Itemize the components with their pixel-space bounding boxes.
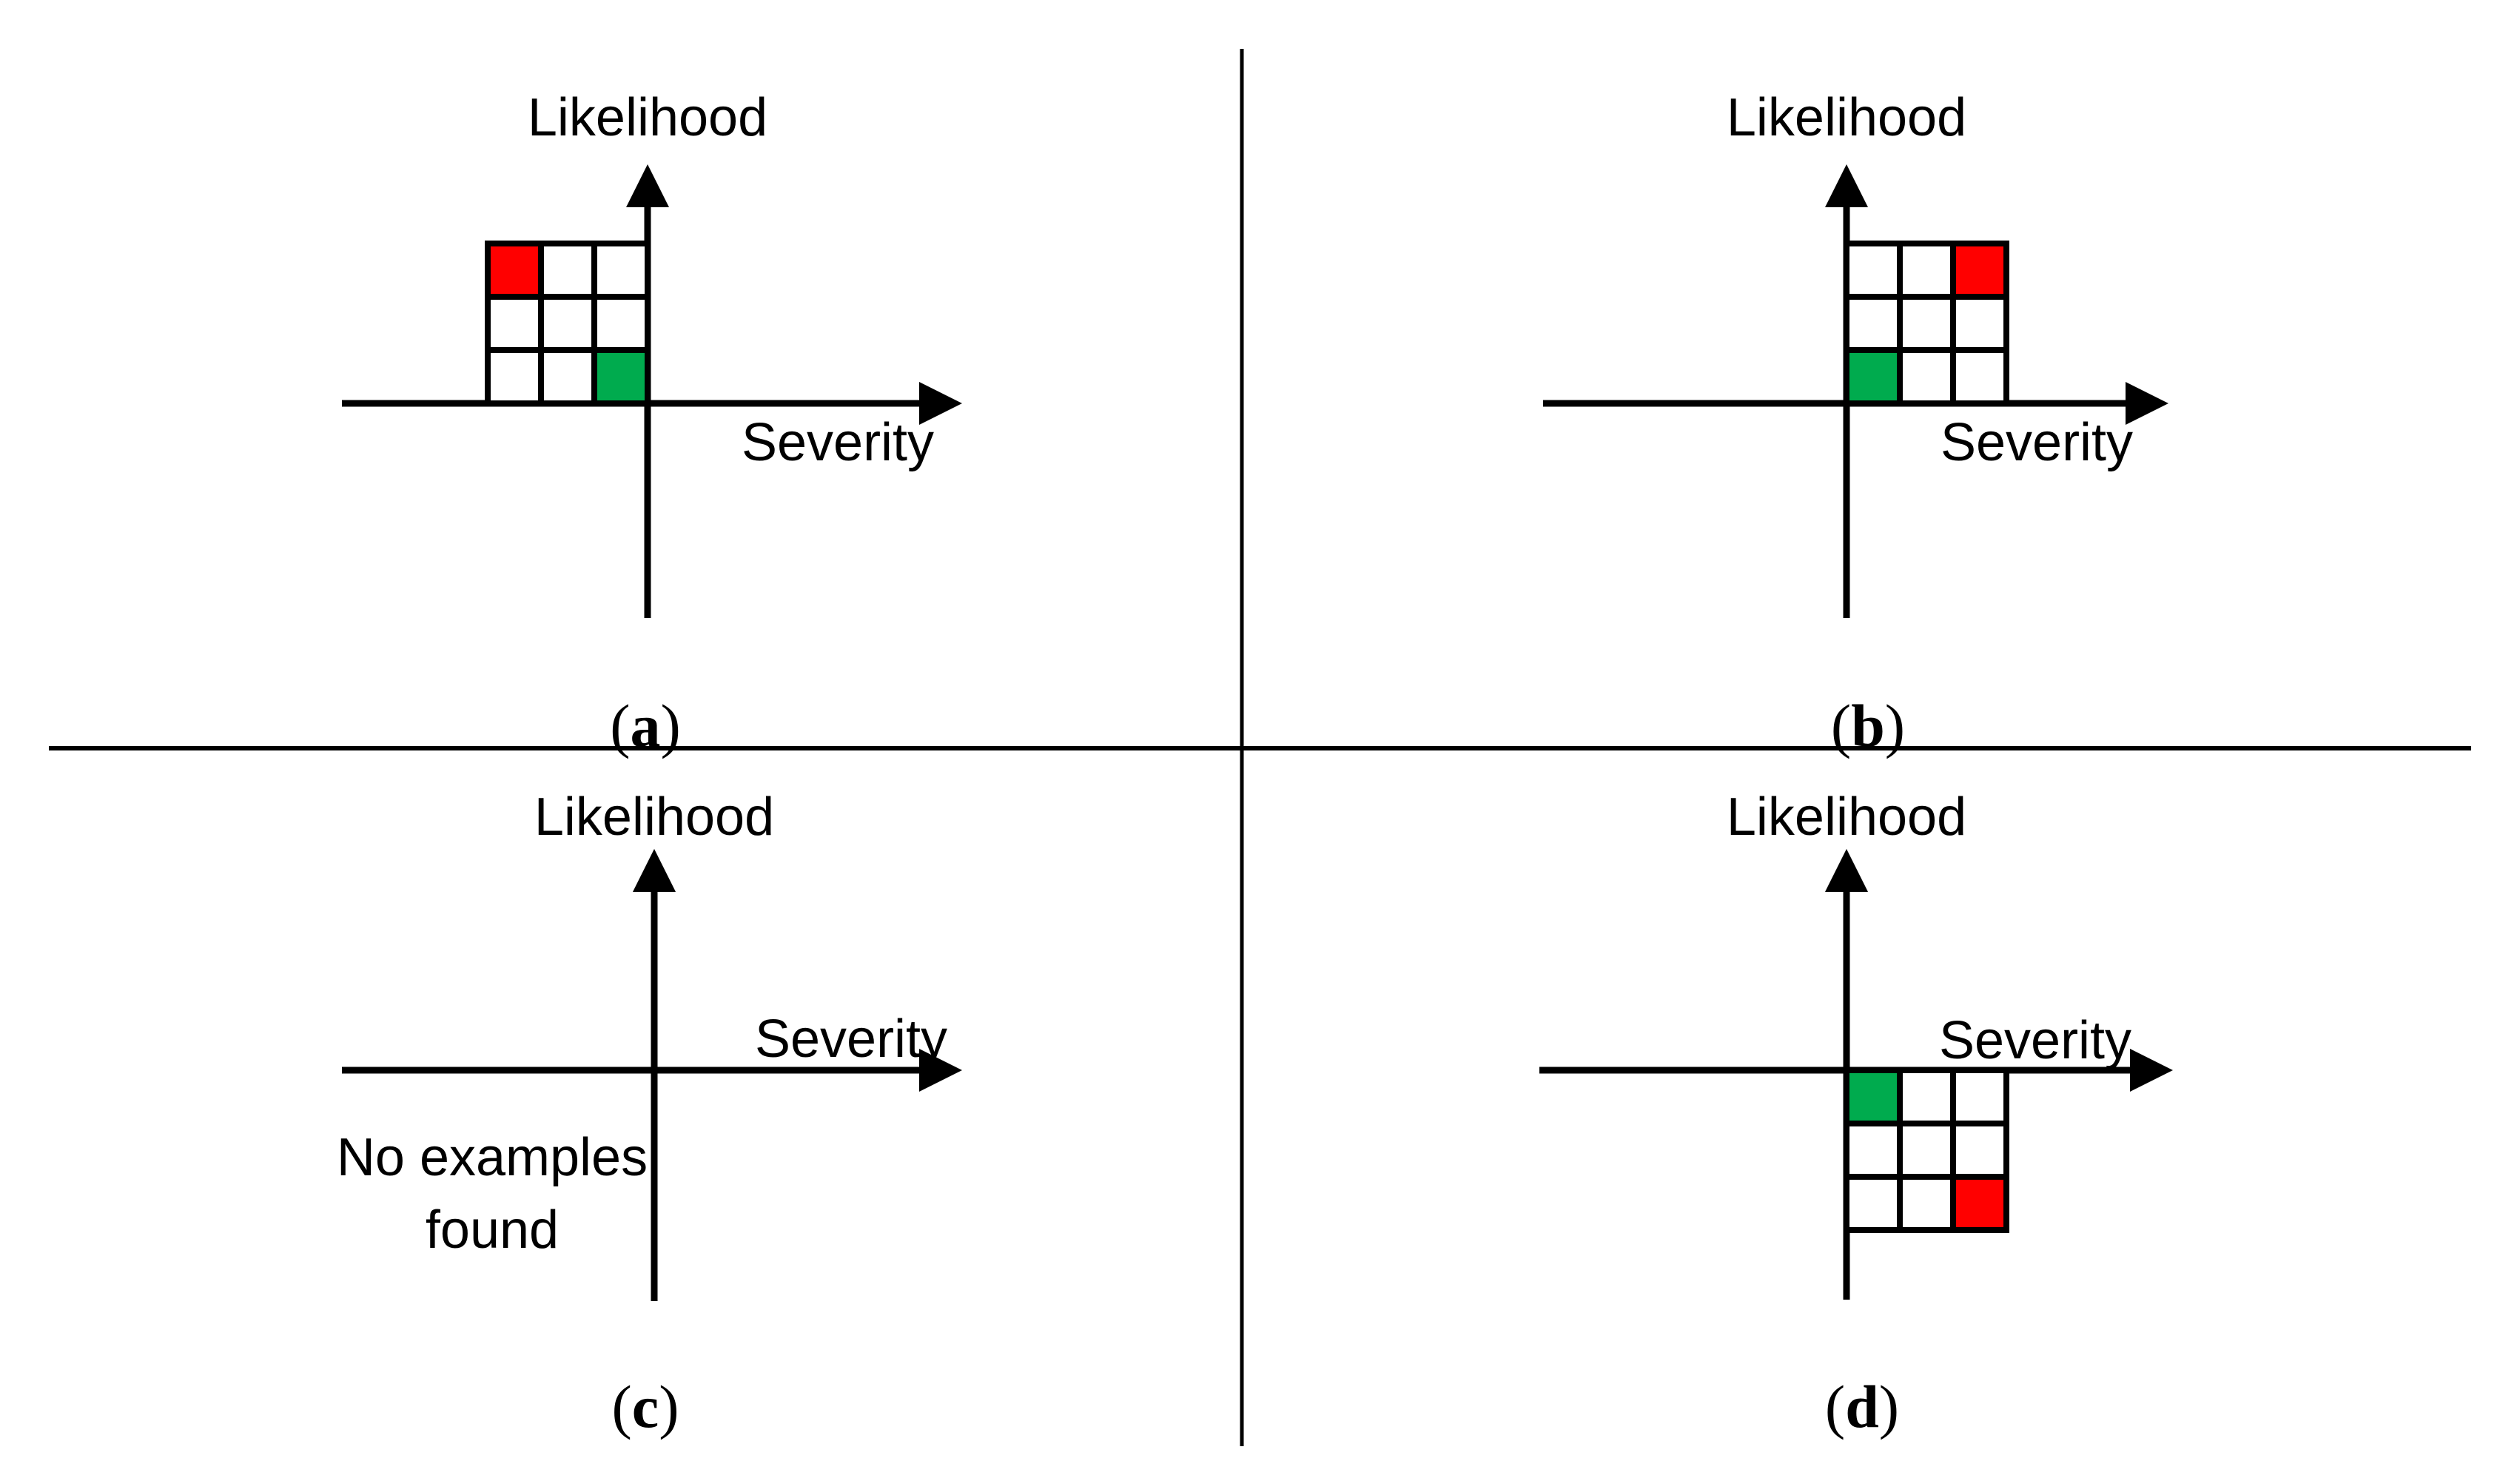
grid-cell-low-risk <box>1844 1067 1903 1126</box>
y-axis-arrowhead-icon <box>626 164 669 207</box>
grid-cell-low-risk <box>591 347 651 406</box>
panel-letter-label: (a) <box>610 692 681 759</box>
x-axis-arrowhead-icon <box>919 382 962 425</box>
y-axis-label: Likelihood <box>1727 787 1966 847</box>
x-axis-label: Severity <box>1939 1011 2131 1070</box>
x-axis-arrowhead-icon <box>2130 1049 2173 1092</box>
grid-cell <box>1897 1121 1956 1180</box>
grid-cell <box>1897 347 1956 406</box>
grid-cell <box>1897 1067 1956 1126</box>
grid-cell <box>1897 294 1956 353</box>
grid-cell <box>1844 1174 1903 1233</box>
grid-cell <box>1844 241 1903 300</box>
y-axis-label: Likelihood <box>534 787 774 847</box>
y-axis-arrowhead-icon <box>1825 849 1868 892</box>
x-axis-label: Severity <box>1941 413 2133 472</box>
y-axis-label: Likelihood <box>1727 88 1966 147</box>
grid-cell <box>485 294 544 353</box>
panel-letter-label: (d) <box>1825 1373 1899 1440</box>
grid-cell-low-risk <box>1844 347 1903 406</box>
empty-note-line: No examples <box>337 1128 648 1187</box>
grid-cell-high-risk <box>1950 1174 2009 1233</box>
grid-cell <box>1950 347 2009 406</box>
grid-cell <box>538 241 597 300</box>
grid-cell-high-risk <box>1950 241 2009 300</box>
grid-cell <box>1897 241 1956 300</box>
x-axis-label: Severity <box>755 1010 947 1069</box>
x-axis-arrowhead-icon <box>919 1049 962 1092</box>
grid-cell <box>1897 1174 1956 1233</box>
grid-cell <box>1844 1121 1903 1180</box>
grid-cell <box>538 347 597 406</box>
x-axis-label: Severity <box>742 413 934 472</box>
grid-cell <box>591 294 651 353</box>
panel-letter-label: (c) <box>611 1373 679 1440</box>
grid-cell-high-risk <box>485 241 544 300</box>
empty-note-line: found <box>426 1200 559 1260</box>
grid-cell <box>591 241 651 300</box>
y-axis-arrowhead-icon <box>633 849 676 892</box>
panel-letter-label: (b) <box>1831 692 1905 759</box>
y-axis-arrowhead-icon <box>1825 164 1868 207</box>
y-axis-label: Likelihood <box>528 88 767 147</box>
grid-cell <box>538 294 597 353</box>
grid-cell <box>1950 294 2009 353</box>
x-axis-arrowhead-icon <box>2126 382 2168 425</box>
grid-cell <box>1950 1067 2009 1126</box>
grid-cell <box>1844 294 1903 353</box>
grid-cell <box>485 347 544 406</box>
grid-cell <box>1950 1121 2009 1180</box>
